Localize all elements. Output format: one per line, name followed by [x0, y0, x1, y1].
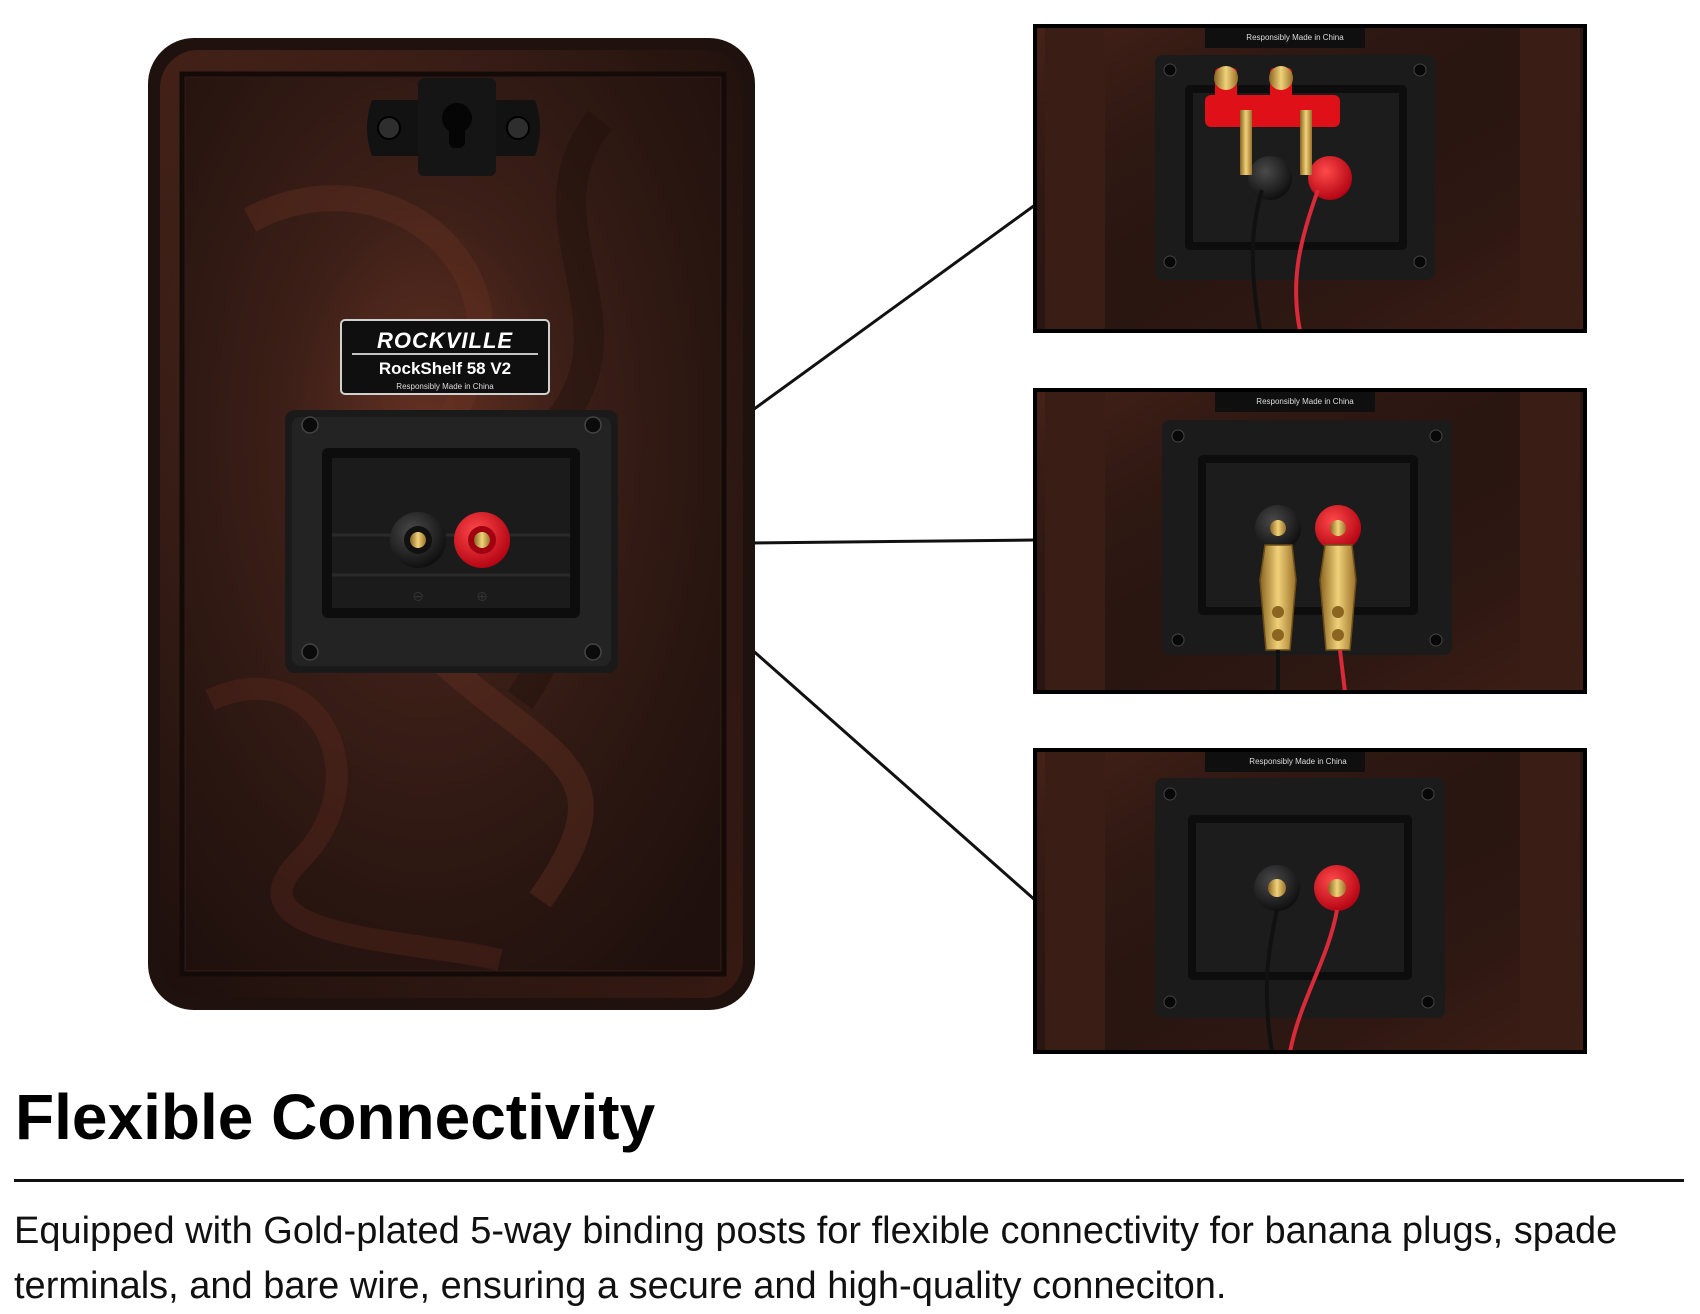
terminal-cup-main: ⊖ ⊕ — [285, 410, 618, 673]
description-text: Equipped with Gold-plated 5-way binding … — [14, 1210, 1618, 1307]
headline: Flexible Connectivity — [15, 1081, 656, 1153]
origin-text: Responsibly Made in China — [396, 382, 494, 391]
negative-binding-post — [390, 512, 446, 568]
inset-banana-plugs: Responsibly Made in China — [1033, 24, 1587, 333]
brand-label-plate: ROCKVILLE RockShelf 58 V2 Responsibly Ma… — [340, 319, 550, 395]
divider-rule — [14, 1179, 1684, 1182]
svg-text:⊖: ⊖ — [412, 589, 424, 605]
model-name-text: RockShelf 58 V2 — [379, 359, 511, 378]
inset-3-caption: Responsibly Made in China — [1249, 757, 1347, 766]
inset-2-caption: Responsibly Made in China — [1256, 397, 1354, 406]
keyhole-mount-bracket — [367, 78, 540, 176]
inset-1-caption: Responsibly Made in China — [1246, 33, 1344, 42]
product-photo-scene: ROCKVILLE RockShelf 58 V2 Responsibly Ma… — [148, 24, 1587, 1054]
callout-lines — [749, 203, 1036, 902]
inset-spade-terminals: Responsibly Made in China — [1033, 388, 1587, 694]
inset-bare-wire: Responsibly Made in China — [1033, 748, 1587, 1054]
brand-logo-text: ROCKVILLE — [377, 328, 513, 353]
svg-text:⊕: ⊕ — [476, 589, 488, 605]
positive-binding-post — [454, 512, 510, 568]
